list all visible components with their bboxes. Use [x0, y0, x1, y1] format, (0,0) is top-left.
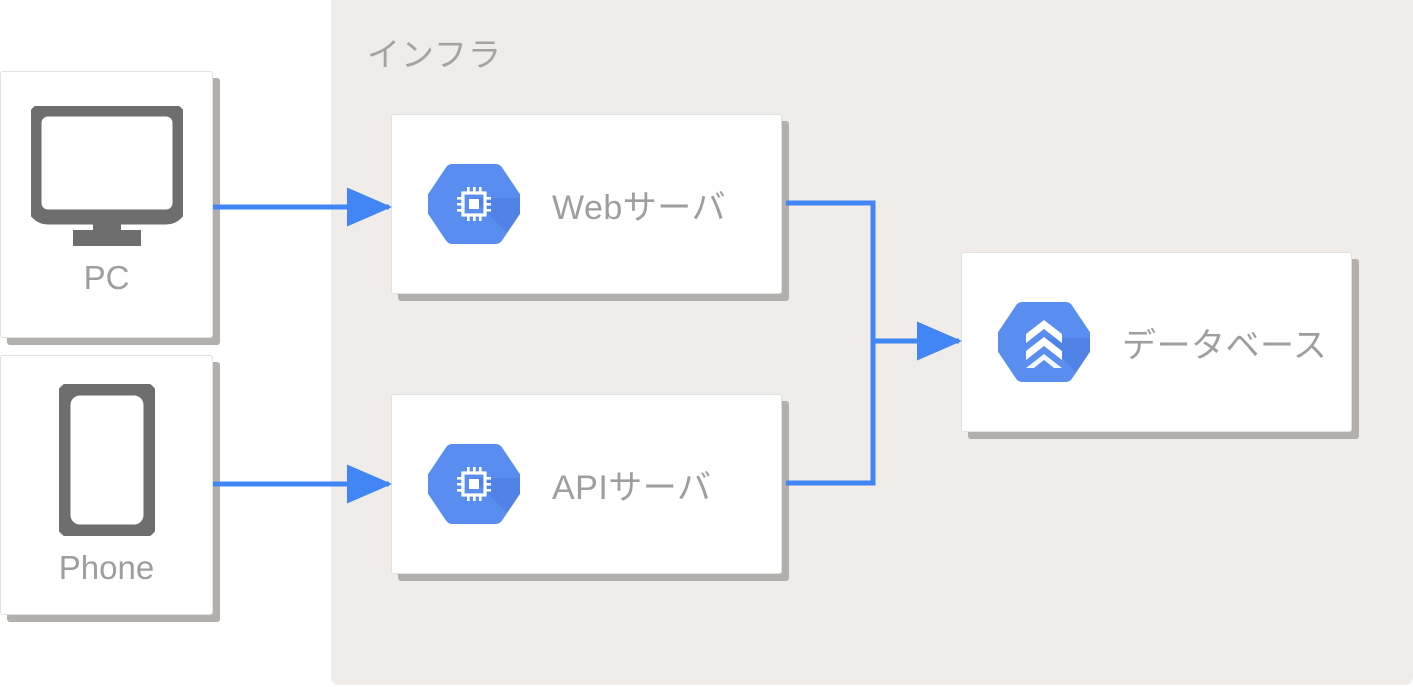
phone-label: Phone — [58, 549, 155, 586]
pc-label: PC — [83, 259, 130, 296]
database-label: データベース — [1122, 326, 1328, 365]
node-phone[interactable]: Phone — [0, 355, 213, 615]
api-server-label: APIサーバ — [552, 468, 712, 507]
web-server-label: Webサーバ — [552, 188, 726, 227]
compute-engine-hexagon-icon — [424, 158, 524, 250]
node-web-server[interactable]: Webサーバ — [391, 114, 782, 294]
node-pc[interactable]: PC — [0, 71, 213, 338]
mobile-phone-icon — [53, 378, 160, 542]
infra-group-label: インフラ — [367, 36, 503, 73]
database-hexagon-icon — [994, 296, 1094, 388]
node-database[interactable]: データベース — [961, 252, 1352, 432]
compute-engine-hexagon-icon — [424, 438, 524, 530]
node-api-server[interactable]: APIサーバ — [391, 394, 782, 574]
desktop-monitor-icon — [26, 101, 187, 251]
